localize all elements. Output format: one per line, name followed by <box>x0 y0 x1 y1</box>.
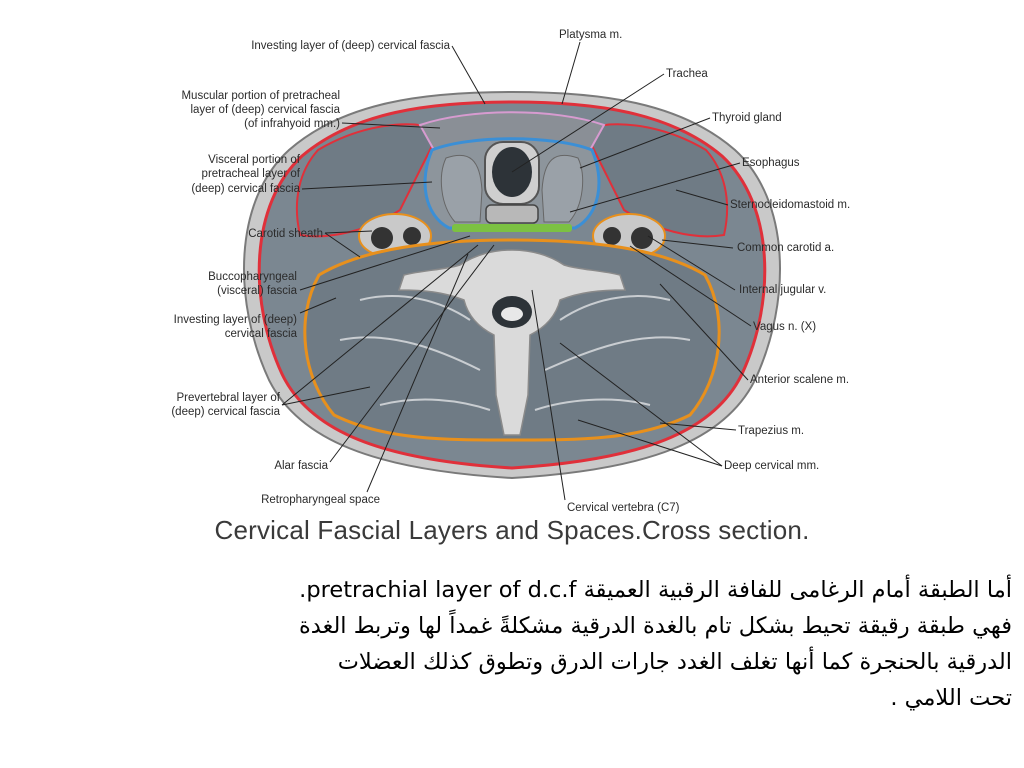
label-common-carotid: Common carotid a. <box>737 242 834 254</box>
label-thyroid-gland: Thyroid gland <box>712 112 782 124</box>
label-investing-deep-2: cervical fascia <box>225 328 298 340</box>
label-cervical-vertebra: Cervical vertebra (C7) <box>567 502 680 514</box>
label-buccopharyngeal-1: Buccopharyngeal <box>208 271 297 283</box>
label-prevertebral-2: (deep) cervical fascia <box>171 406 280 418</box>
label-esophagus: Esophagus <box>742 157 800 169</box>
thyroid-gland-right <box>541 154 584 223</box>
cervical-cross-section-figure: Investing layer of (deep) cervical fasci… <box>171 29 850 514</box>
common-carotid-left <box>403 227 421 245</box>
label-visceral-portion-3: (deep) cervical fascia <box>191 183 300 195</box>
label-vagus: Vagus n. (X) <box>753 321 816 333</box>
label-muscular-portion-1: Muscular portion of pretracheal <box>181 90 340 102</box>
label-alar-fascia: Alar fascia <box>274 460 328 472</box>
label-muscular-portion-2: layer of (deep) cervical fascia <box>190 104 340 116</box>
esophagus <box>485 204 539 224</box>
arabic-paragraph: أما الطبقة أمام الرغامى للفافة الرقبية ا… <box>8 572 1012 716</box>
internal-jugular-left <box>371 227 393 249</box>
internal-jugular-right <box>631 227 653 249</box>
label-trapezius: Trapezius m. <box>738 425 804 437</box>
label-prevertebral-1: Prevertebral layer of <box>176 392 280 404</box>
label-buccopharyngeal-2: (visceral) fascia <box>217 285 297 297</box>
figure-caption: Cervical Fascial Layers and Spaces.Cross… <box>214 515 810 545</box>
buccopharyngeal-fascia-green <box>452 224 572 232</box>
label-visceral-portion-2: pretracheal layer of <box>202 168 301 180</box>
label-investing-deep-1: Investing layer of (deep) <box>174 314 298 326</box>
label-anterior-scalene: Anterior scalene m. <box>750 374 849 386</box>
leader-lines <box>281 41 752 501</box>
deep-muscle-lines <box>339 295 691 411</box>
paragraph-line-3: الدرقية بالحنجرة كما أنها تغلف الغدد جار… <box>337 649 1012 675</box>
label-retropharyngeal-space: Retropharyngeal space <box>261 494 380 506</box>
label-deep-cervical: Deep cervical mm. <box>724 460 819 472</box>
common-carotid-right <box>603 227 621 245</box>
label-platysma: Platysma m. <box>559 29 622 41</box>
paragraph-line-1: أما الطبقة أمام الرغامى للفافة الرقبية ا… <box>299 577 1012 603</box>
paragraph-line-2: فهي طبقة رقيقة تحيط بشكل تام بالغدة الدر… <box>298 613 1012 639</box>
label-visceral-portion-1: Visceral portion of <box>208 154 301 166</box>
label-investing-layer: Investing layer of (deep) cervical fasci… <box>251 40 450 52</box>
label-muscular-portion-3: (of infrahyoid mm.) <box>244 118 340 130</box>
spinal-cord <box>501 307 523 321</box>
label-carotid-sheath: Carotid sheath <box>248 228 323 240</box>
label-internal-jugular: Internal jugular v. <box>739 284 826 296</box>
thyroid-gland <box>440 154 483 223</box>
label-trachea: Trachea <box>666 68 708 80</box>
paragraph-line-4: تحت اللامي . <box>890 685 1012 711</box>
label-sternocleidomastoid: Sternocleidomastoid m. <box>730 199 850 211</box>
